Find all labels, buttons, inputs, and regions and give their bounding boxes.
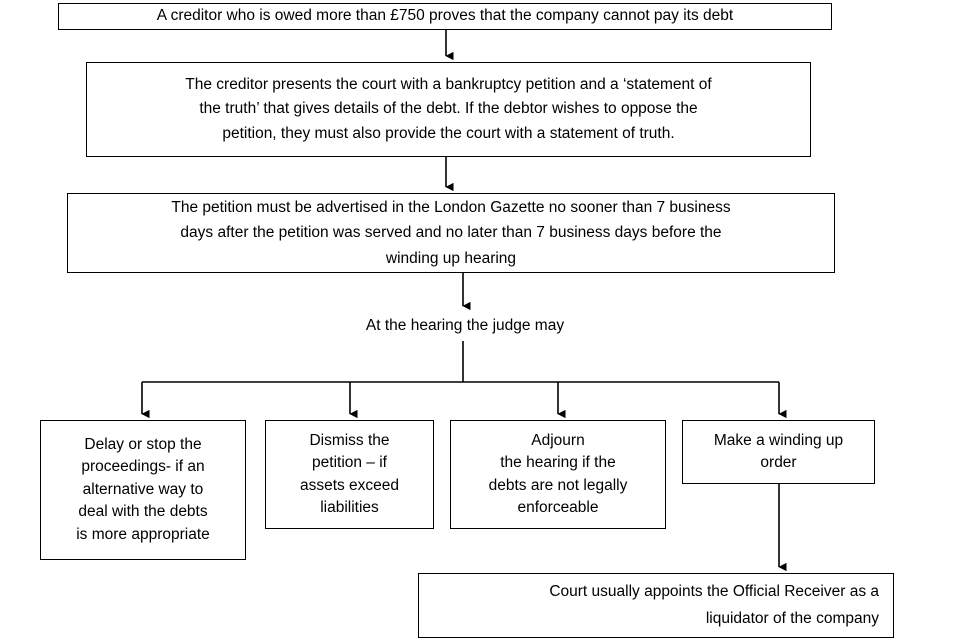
node-at-the-hearing-the-judge-may: At the hearing the judge may (365, 317, 565, 335)
node-option-dismiss-petition: Dismiss the petition – if assets exceed … (265, 420, 434, 529)
node-creditor-owed: A creditor who is owed more than £750 pr… (58, 3, 832, 30)
node-court-appoints-official-receiver: Court usually appoints the Official Rece… (418, 573, 894, 638)
node-option-make-winding-up-order: Make a winding up order (682, 420, 875, 484)
node-advertise-in-gazette: The petition must be advertised in the L… (67, 193, 835, 273)
node-option-delay-or-stop-proceedings: Delay or stop the proceedings- if an alt… (40, 420, 246, 560)
node-petition-filed: The creditor presents the court with a b… (86, 62, 811, 157)
node-option-adjourn-hearing: Adjourn the hearing if the debts are not… (450, 420, 666, 529)
